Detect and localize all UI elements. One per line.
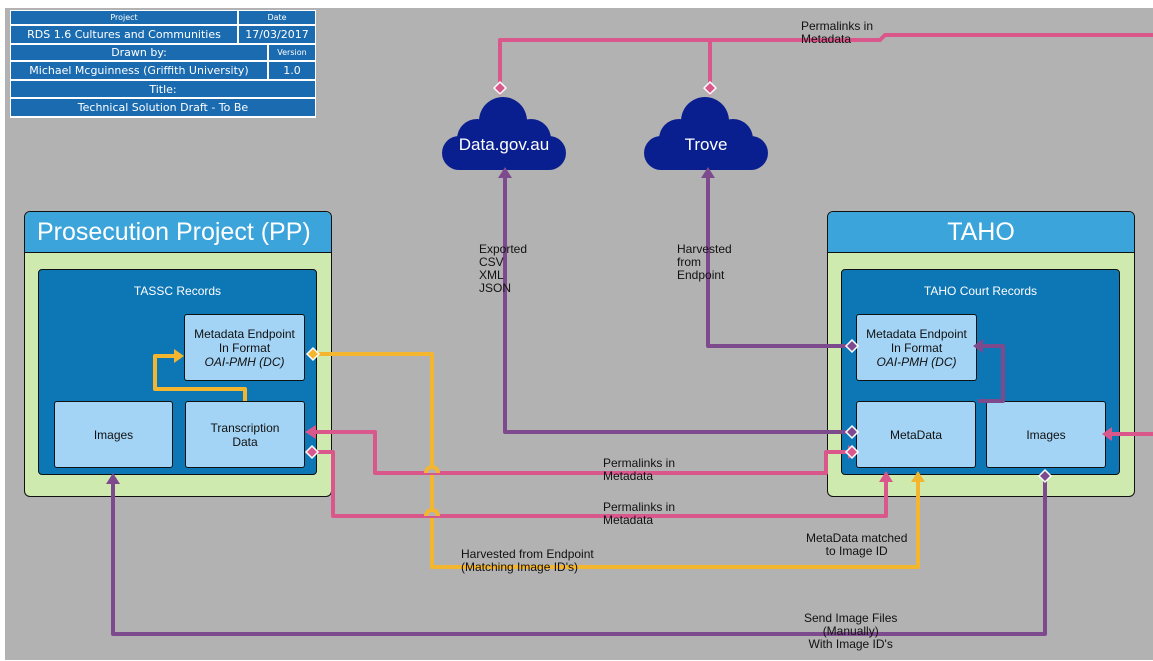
send-images-label: Send Image Files (Manually) With Image I… bbox=[804, 612, 897, 651]
title-block: Project Date RDS 1.6 Cultures and Commun… bbox=[10, 10, 316, 118]
exported-line2: CSV bbox=[479, 255, 504, 269]
exported-label: Exported CSV XML JSON bbox=[479, 243, 527, 295]
permalinks-top-label: Permalinks in Metadata bbox=[801, 20, 873, 46]
transcription-line1: Transcription bbox=[210, 420, 280, 435]
taho-metadata-endpoint-line2: In Format bbox=[890, 340, 943, 355]
exported-line4: JSON bbox=[479, 281, 512, 295]
title-header: Title: bbox=[11, 81, 315, 97]
data-gov-label: Data.gov.au bbox=[458, 135, 550, 154]
taho-metadata-endpoint-line1: Metadata Endpoint bbox=[866, 326, 967, 341]
version-value: 1.0 bbox=[269, 62, 315, 79]
pp-metadata-endpoint-line1: Metadata Endpoint bbox=[194, 326, 295, 341]
taho-title: TAHO bbox=[828, 212, 1134, 253]
permalinks-mid1-line2: Metadata bbox=[603, 469, 654, 483]
harvested-trove-label: Harvested from Endpoint bbox=[677, 243, 732, 282]
pp-title: Prosecution Project (PP) bbox=[25, 212, 331, 253]
taho-court-records-title: TAHO Court Records bbox=[923, 284, 1038, 298]
metadata-matched-label: MetaData matched to Image ID bbox=[806, 532, 907, 558]
tassc-records-title: TASSC Records bbox=[133, 284, 222, 298]
pp-metadata-endpoint-node[interactable]: Metadata Endpoint In Format OAI-PMH (DC) bbox=[184, 314, 305, 381]
harvested-trove-line3: Endpoint bbox=[677, 268, 725, 282]
pp-images-node[interactable]: Images bbox=[54, 401, 173, 468]
version-header: Version bbox=[269, 45, 315, 60]
taho-metadata-node[interactable]: MetaData bbox=[856, 401, 976, 468]
project-header: Project bbox=[11, 11, 237, 24]
cloud-icon bbox=[644, 97, 768, 170]
taho-metadata-endpoint-line3: OAI-PMH (DC) bbox=[876, 354, 957, 369]
title-value: Technical Solution Draft - To Be bbox=[11, 99, 315, 116]
permalinks-mid2-line2: Metadata bbox=[603, 513, 654, 527]
harvested-endpoint-label: Harvested from Endpoint (Matching Image … bbox=[461, 548, 594, 574]
transcription-data-node[interactable]: Transcription Data bbox=[185, 401, 305, 468]
project-value: RDS 1.6 Cultures and Communities bbox=[11, 26, 237, 43]
drawn-by-value: Michael Mcguinness (Griffith University) bbox=[11, 62, 267, 79]
pp-images-label: Images bbox=[93, 427, 134, 442]
permalinks-top-line2: Metadata bbox=[801, 32, 852, 46]
send-images-line3: With Image ID's bbox=[808, 637, 893, 651]
transcription-line2: Data bbox=[232, 434, 258, 449]
data-gov-cloud[interactable]: Data.gov.au bbox=[439, 95, 569, 175]
permalinks-mid2-label: Permalinks in Metadata bbox=[603, 501, 675, 527]
permalinks-top-line1: Permalinks in bbox=[801, 19, 874, 33]
trove-cloud[interactable]: Trove bbox=[641, 95, 771, 175]
pp-metadata-endpoint-line3: OAI-PMH (DC) bbox=[204, 354, 285, 369]
trove-label: Trove bbox=[684, 135, 728, 154]
drawn-by-header: Drawn by: bbox=[11, 45, 267, 60]
cloud-icon bbox=[442, 97, 566, 170]
harvested-endpoint-line2: (Matching Image ID's) bbox=[461, 560, 578, 574]
pp-metadata-endpoint-line2: In Format bbox=[218, 340, 271, 355]
date-value: 17/03/2017 bbox=[239, 26, 315, 43]
permalinks-mid1-label: Permalinks in Metadata bbox=[603, 457, 675, 483]
metadata-matched-line2: to Image ID bbox=[825, 544, 888, 558]
taho-metadata-label: MetaData bbox=[889, 427, 943, 442]
taho-metadata-endpoint-node[interactable]: Metadata Endpoint In Format OAI-PMH (DC) bbox=[856, 314, 977, 381]
taho-images-label: Images bbox=[1026, 427, 1066, 442]
date-header: Date bbox=[239, 11, 315, 24]
taho-images-node[interactable]: Images bbox=[986, 401, 1106, 468]
exported-line3: XML bbox=[479, 268, 504, 282]
